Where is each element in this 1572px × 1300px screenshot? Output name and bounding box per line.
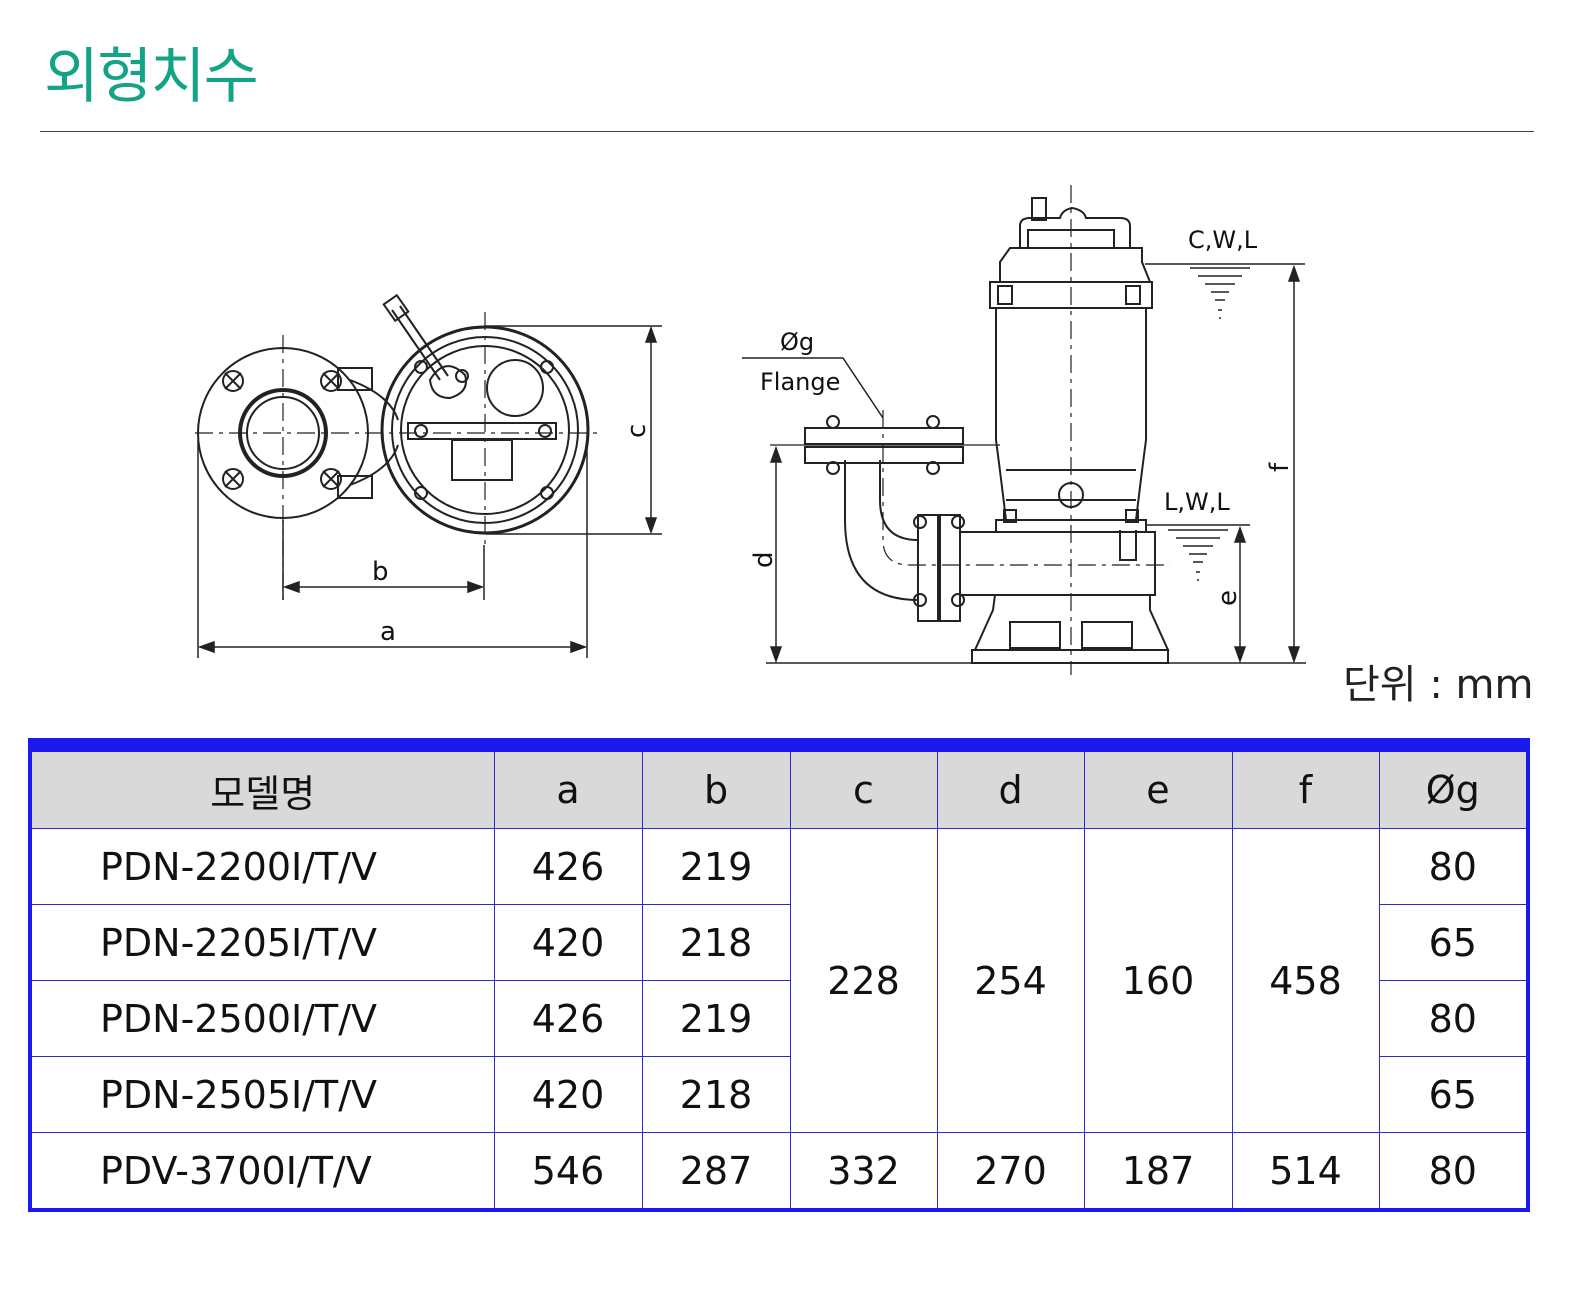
cell-b: 218 xyxy=(641,904,791,981)
dim-label-g: Øg xyxy=(780,328,814,356)
cell-f-shared: 458 xyxy=(1231,828,1380,1133)
cell-model: PDN-2505I/T/V xyxy=(32,1056,495,1133)
dim-label-e: e xyxy=(1213,590,1243,606)
table-row: PDN-2500I/T/V 426 219 80 xyxy=(32,980,1526,1057)
dimension-drawing: a b c d e f Øg Flange C,W,L L,W,L xyxy=(195,185,1306,675)
header-a: a xyxy=(493,752,643,829)
cell-f: 514 xyxy=(1231,1132,1380,1208)
header-b: b xyxy=(641,752,791,829)
header-d: d xyxy=(936,752,1085,829)
dimension-table: 모델명 a b c d e f Øg PDN-2200I/T/V 426 219… xyxy=(28,738,1530,1212)
title-divider xyxy=(40,131,1534,132)
side-view-dimensions xyxy=(742,264,1306,664)
table-row: PDV-3700I/T/V 546 287 332 270 187 514 80 xyxy=(32,1132,1526,1208)
side-view xyxy=(770,185,1170,675)
cell-a: 426 xyxy=(493,980,643,1057)
cell-d-shared: 254 xyxy=(936,828,1085,1133)
cell-g: 80 xyxy=(1378,980,1526,1057)
flange-label: Flange xyxy=(760,368,840,396)
cell-model: PDV-3700I/T/V xyxy=(32,1132,495,1208)
cell-c-shared: 228 xyxy=(789,828,938,1133)
header-c: c xyxy=(789,752,938,829)
cell-b: 218 xyxy=(641,1056,791,1133)
cell-b: 219 xyxy=(641,828,791,905)
cell-g: 80 xyxy=(1378,828,1526,905)
table-row: PDN-2200I/T/V 426 219 228 254 160 458 80 xyxy=(32,828,1526,1133)
unit-label: 단위 : mm xyxy=(1343,662,1534,708)
cell-e: 187 xyxy=(1083,1132,1233,1208)
cell-a: 420 xyxy=(493,904,643,981)
dim-label-b: b xyxy=(372,557,389,587)
cell-a: 426 xyxy=(493,828,643,905)
top-view xyxy=(195,293,600,600)
dim-label-f: f xyxy=(1265,462,1295,472)
cell-g: 65 xyxy=(1378,904,1526,981)
cell-model: PDN-2205I/T/V xyxy=(32,904,495,981)
dim-label-c: c xyxy=(622,424,652,438)
table-row: PDN-2205I/T/V 420 218 65 xyxy=(32,904,1526,981)
cell-a: 546 xyxy=(493,1132,643,1208)
header-f: f xyxy=(1231,752,1380,829)
cwl-label: C,W,L xyxy=(1188,226,1258,254)
cell-d: 270 xyxy=(936,1132,1085,1208)
header-g: Øg xyxy=(1378,752,1526,829)
cell-model: PDN-2500I/T/V xyxy=(32,980,495,1057)
water-level-markers xyxy=(1145,263,1305,581)
top-view-dimensions xyxy=(197,325,662,658)
lwl-label: L,W,L xyxy=(1164,488,1230,516)
cell-model: PDN-2200I/T/V xyxy=(32,828,495,905)
table-header-row: 모델명 a b c d e f Øg xyxy=(32,752,1526,829)
page-title: 외형치수 xyxy=(44,42,259,112)
cell-b: 287 xyxy=(641,1132,791,1208)
cell-e-shared: 160 xyxy=(1083,828,1233,1133)
cell-c: 332 xyxy=(789,1132,938,1208)
cell-g: 65 xyxy=(1378,1056,1526,1133)
dim-label-a: a xyxy=(380,617,396,647)
table-row: PDN-2505I/T/V 420 218 65 xyxy=(32,1056,1526,1133)
cell-a: 420 xyxy=(493,1056,643,1133)
cell-b: 219 xyxy=(641,980,791,1057)
dim-label-d: d xyxy=(749,551,779,568)
header-model: 모델명 xyxy=(32,752,495,829)
header-e: e xyxy=(1083,752,1233,829)
cell-g: 80 xyxy=(1378,1132,1526,1208)
